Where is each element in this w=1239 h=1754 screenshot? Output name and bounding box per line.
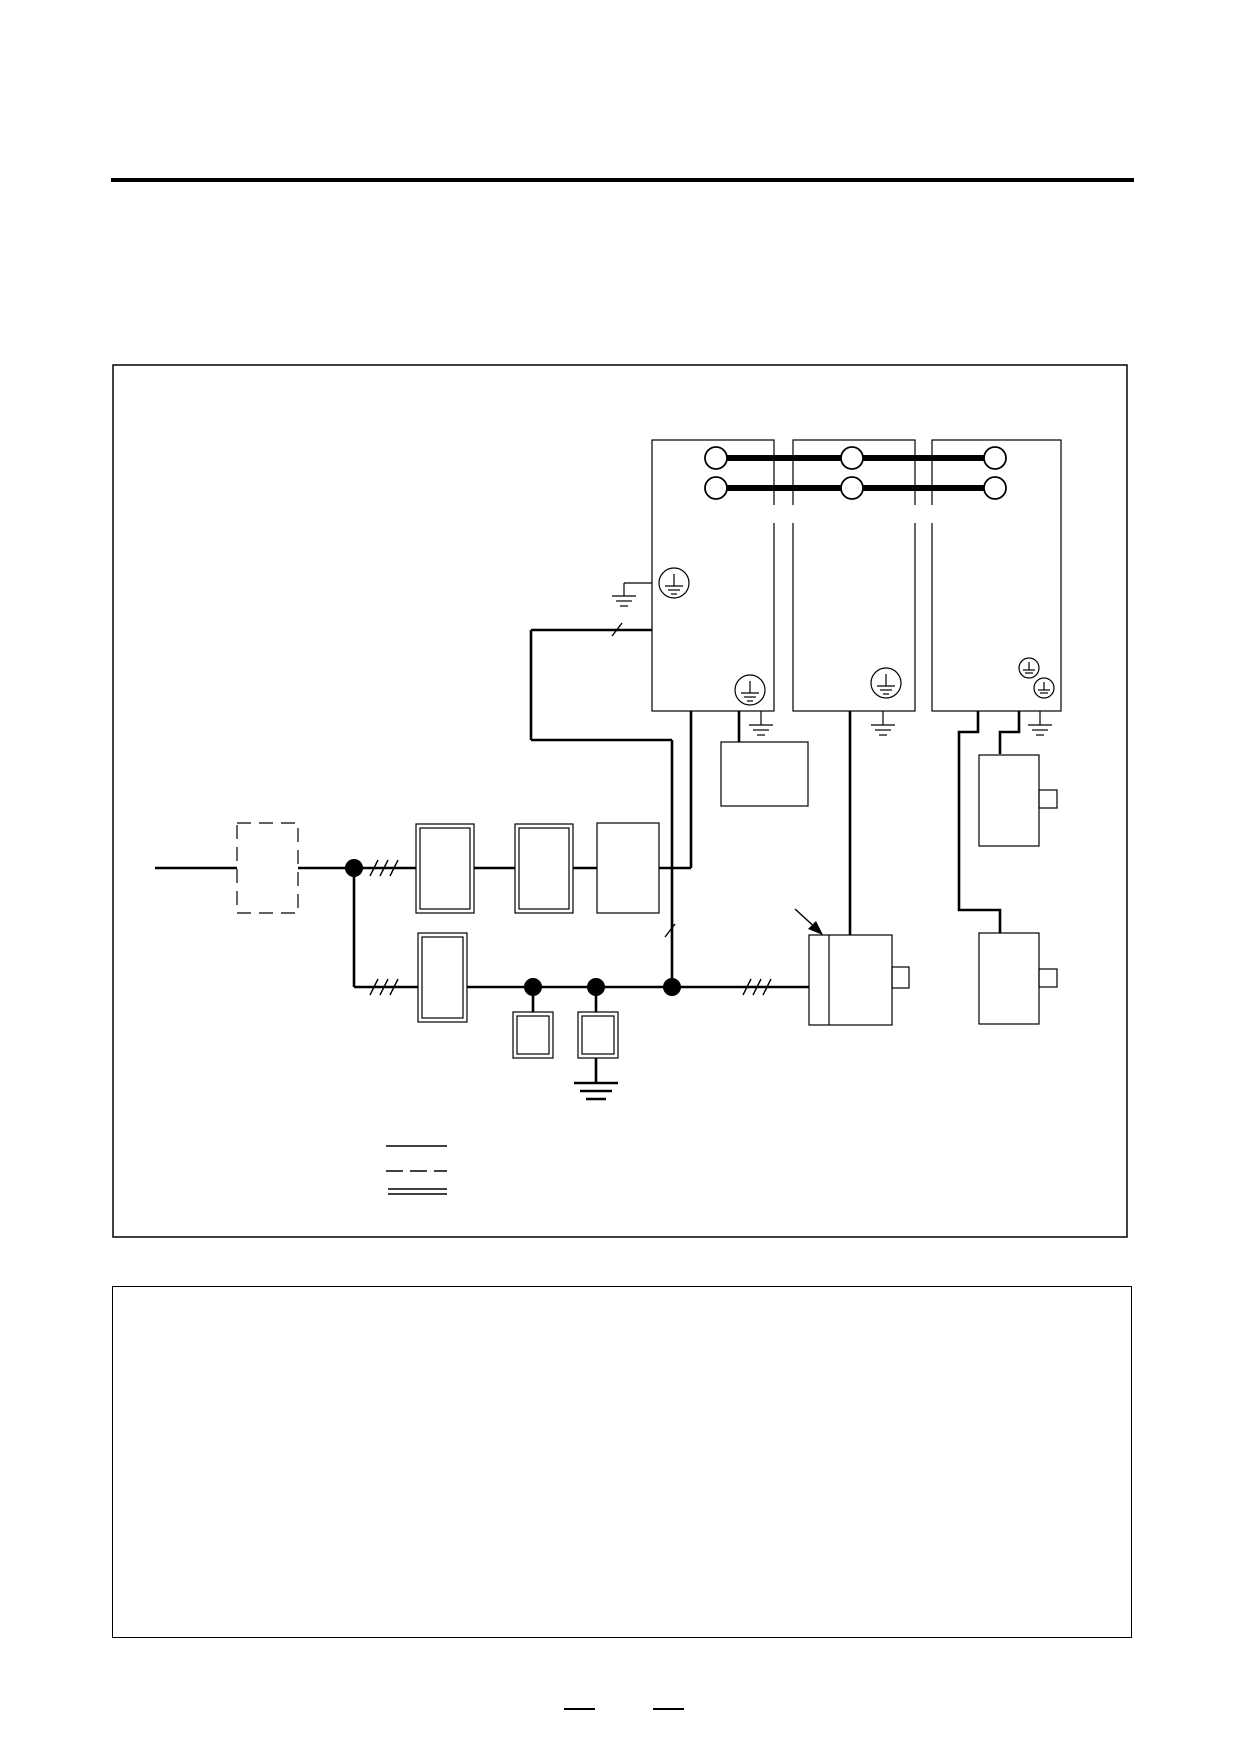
page-number-dash-left: [564, 1708, 595, 1710]
line-style-legend: [386, 1145, 447, 1195]
diagram-frame: [112, 364, 1128, 1238]
unit-2: [792, 439, 916, 712]
motor: [808, 934, 910, 1026]
ground-terminal-symbols: [658, 567, 1055, 706]
component-tap-a: [512, 1011, 554, 1059]
terminal-1b: [704, 476, 728, 500]
terminal-2a: [840, 446, 864, 470]
motor-pointer-arrow: [794, 908, 823, 935]
line-components: [415, 822, 660, 1059]
motor-lower: [978, 932, 1040, 1025]
unit-3-peripherals: [978, 754, 1058, 1025]
terminal-3b: [983, 476, 1007, 500]
terminal-2b: [840, 476, 864, 500]
component-lower-filter: [417, 932, 468, 1023]
component-tap-b: [577, 1011, 619, 1059]
unit-wall-gaps: [772, 505, 934, 523]
component-contactor: [596, 822, 660, 914]
component-reactor: [514, 823, 574, 914]
unit-3: [931, 439, 1062, 712]
component-noise-filter: [415, 823, 475, 914]
header-rule: [111, 178, 1134, 182]
detector-upper: [978, 754, 1040, 847]
unit-1: [651, 439, 775, 712]
note-box: [112, 1286, 1132, 1638]
page-number-dash-right: [653, 1708, 684, 1710]
three-phase-markers: [369, 622, 772, 996]
tap-ground: [574, 1081, 618, 1101]
terminal-3a: [983, 446, 1007, 470]
terminal-1a: [704, 446, 728, 470]
junction-dots: [345, 859, 681, 996]
unit-1-external-box: [720, 741, 809, 807]
circuit-breaker-dashed: [236, 822, 299, 914]
earth-symbols: [612, 582, 1052, 736]
bus-terminals: [704, 446, 1007, 500]
